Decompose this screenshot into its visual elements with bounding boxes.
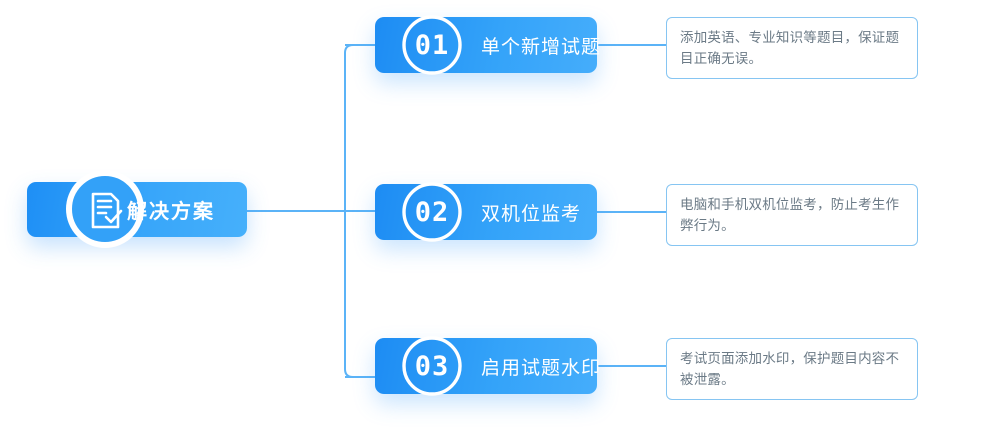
- root-node-label: 解决方案: [127, 201, 215, 223]
- step-2-number-circle: [402, 182, 462, 242]
- step-1-label: 单个新增试题: [481, 36, 602, 58]
- step-node-1[interactable]: 01 单个新增试题: [375, 15, 600, 75]
- step-3-number-circle: [402, 336, 462, 396]
- step-3-number: 03: [414, 350, 450, 382]
- step-1-number-circle: [402, 15, 462, 75]
- step-node-2[interactable]: 02 双机位监考: [375, 182, 597, 242]
- root-node-solution[interactable]: 解决方案: [27, 170, 247, 248]
- step-2-description: 电脑和手机双机位监考，防止考生作弊行为。: [666, 184, 918, 246]
- step-3-label: 启用试题水印: [481, 357, 602, 379]
- step-1-number: 01: [414, 29, 450, 61]
- root-icon-circle: [66, 170, 144, 248]
- step-2-label: 双机位监考: [481, 203, 582, 225]
- step-1-description: 添加英语、专业知识等题目，保证题目正确无误。: [666, 17, 918, 79]
- document-check-icon: [91, 192, 123, 229]
- connector-spine: [344, 44, 376, 378]
- step-3-description: 考试页面添加水印，保护题目内容不被泄露。: [666, 338, 918, 400]
- step-2-number: 02: [414, 196, 450, 228]
- step-node-3[interactable]: 03 启用试题水印: [375, 336, 600, 396]
